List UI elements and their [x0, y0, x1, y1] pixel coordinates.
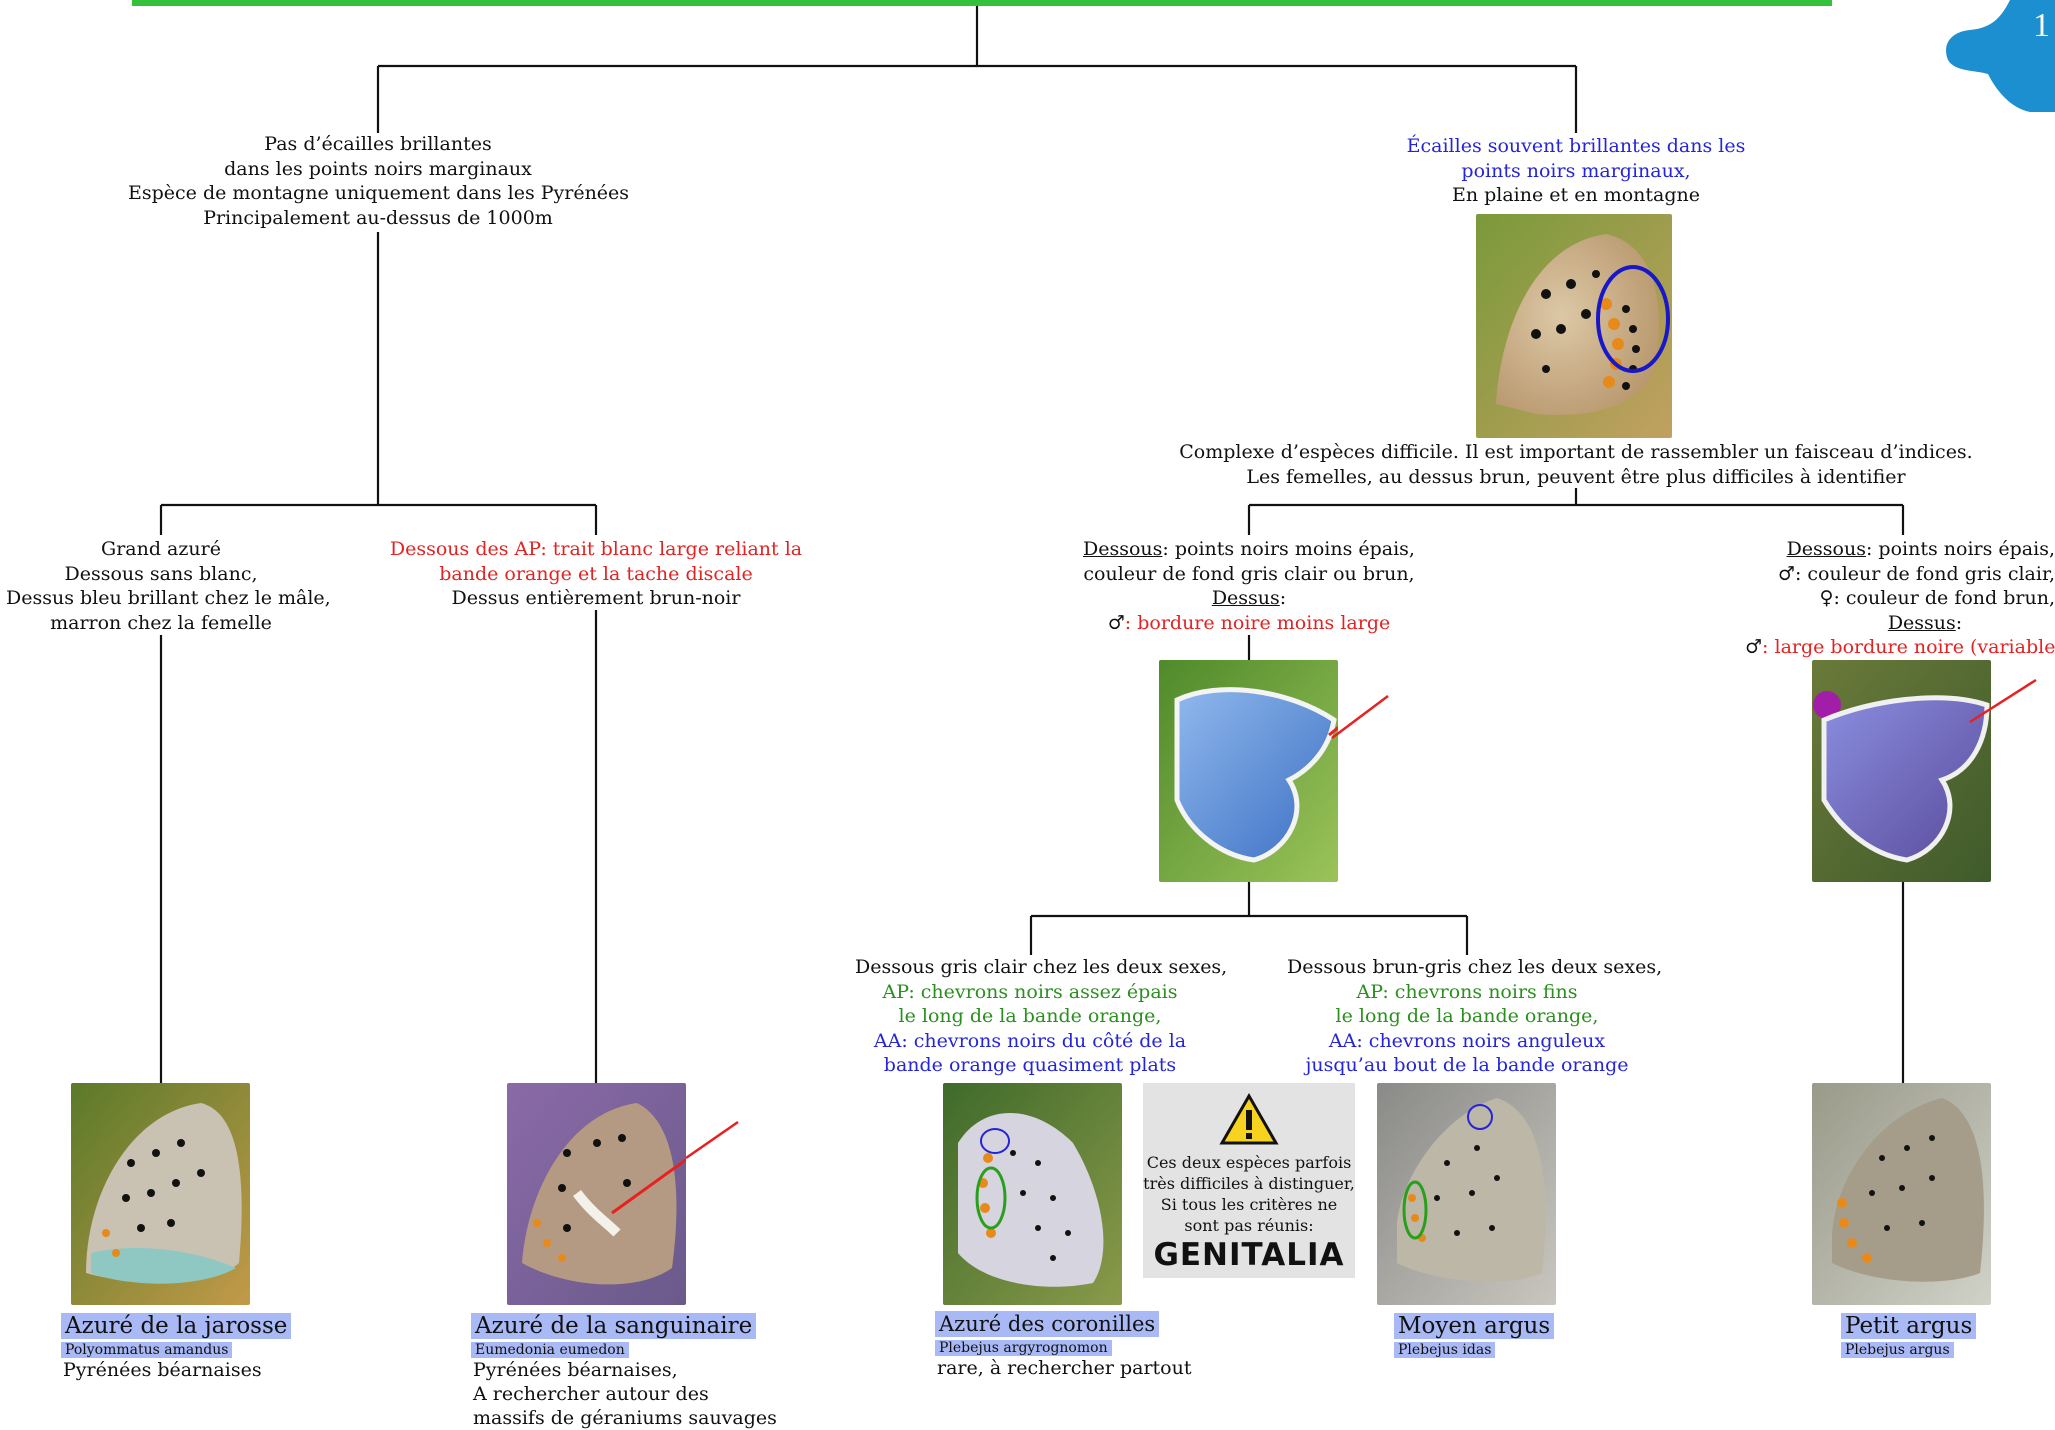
criteria-text: : bordure noire moins large [1124, 611, 1391, 634]
criteria-text: : large bordure noire (variable) [1762, 636, 2055, 658]
warning-line: Ces deux espèces parfois [1146, 1153, 1352, 1172]
butterfly-logo-icon: 1 [1946, 0, 2055, 112]
criteria-line: Grand azuré [101, 538, 221, 560]
note-line: Complexe d’espèces difficile. Il est imp… [1179, 441, 1973, 463]
criteria-line: bande orange et la tache discale [439, 562, 753, 585]
female-symbol-icon: ♀ [1819, 587, 1834, 609]
criteria-line: points noirs marginaux, [1461, 159, 1691, 182]
warning-line: Si tous les critères ne [1160, 1195, 1338, 1214]
note-line: Les femelles, au dessus brun, peuvent êt… [1246, 465, 1906, 488]
criteria-line: Dessous gris clair chez les deux sexes, [855, 956, 1228, 978]
criteria-line: Dessus bleu brillant chez le mâle, [6, 587, 331, 609]
left-branch-criteria: Pas d’écailles brillantes dans les point… [128, 132, 630, 230]
complex-note: Complexe d’espèces difficile. Il est imp… [1176, 440, 1976, 489]
species-scientific-name: Plebejus argyrognomon [935, 1340, 1112, 1356]
jarosse-photo [71, 1083, 250, 1305]
criteria-line: Dessous des AP: trait blanc large relian… [389, 538, 803, 560]
species-common-name: Azuré des coronilles [935, 1311, 1160, 1337]
species-common-name: Petit argus [1841, 1313, 1977, 1339]
page-number: 1 [2033, 7, 2050, 44]
criteria-line: AP: chevrons noirs assez épais [882, 980, 1178, 1003]
species-location: Pyrénées béarnaises [63, 1359, 262, 1381]
criteria-line: marron chez la femelle [50, 611, 272, 634]
species-location: A rechercher autour des [473, 1383, 709, 1405]
species-location: rare, à rechercher partout [937, 1357, 1192, 1379]
sanguinaire-criteria: Dessous des AP: trait blanc large relian… [386, 537, 806, 611]
warning-line: sont pas réunis: [1184, 1216, 1314, 1235]
warning-line: très difficiles à distinguer, [1143, 1174, 1355, 1193]
criteria-line: AP: chevrons noirs fins [1356, 980, 1578, 1003]
male-symbol-icon: ♂ [1107, 611, 1125, 634]
criteria-line: Dessous sans blanc, [64, 562, 258, 585]
species-scientific-name: Plebejus argus [1841, 1342, 1954, 1358]
criteria-line: le long de la bande orange, [898, 1005, 1162, 1027]
criteria-line: AA: chevrons noirs anguleux [1328, 1029, 1606, 1052]
species-label-coronilles: Azuré des coronilles Plebejus argyrognom… [935, 1311, 1191, 1380]
pointer-arrow [1331, 695, 1389, 739]
pointer-arrow [1969, 678, 2037, 724]
dessous-label: Dessous [1786, 538, 1866, 560]
pointer-arrow [685, 1120, 739, 1160]
species-scientific-name: Eumedonia eumedon [471, 1342, 629, 1358]
criteria-line: dans les points noirs marginaux [224, 157, 532, 180]
male-symbol-icon: ♂ [1745, 636, 1763, 658]
species-label-moyen-argus: Moyen argus Plebejus idas [1394, 1313, 1555, 1358]
species-common-name: Azuré de la jarosse [61, 1313, 292, 1339]
criteria-line: Écailles souvent brillantes dans les [1406, 135, 1746, 157]
species-location: massifs de géraniums sauvages [473, 1407, 777, 1429]
species-label-petit-argus: Petit argus Plebejus argus [1841, 1313, 1977, 1358]
criteria-text: : couleur de fond gris clair, [1794, 562, 2055, 585]
criteria-line: Dessous brun-gris chez les deux sexes, [1287, 956, 1663, 978]
criteria-line: couleur de fond gris clair ou brun, [1083, 562, 1415, 585]
criteria-line: Dessus entièrement brun-noir [451, 587, 741, 609]
criteria-text: : points noirs épais, [1865, 538, 2055, 560]
warning-triangle-icon [1219, 1092, 1279, 1145]
criteria-line: Espèce de montagne uniquement dans les P… [128, 182, 630, 204]
dessus-label: Dessus [1211, 587, 1280, 609]
thin-border-upperside-photo [1159, 660, 1338, 882]
species-scientific-name: Plebejus idas [1394, 1342, 1496, 1358]
criteria-line: Pas d’écailles brillantes [264, 133, 492, 155]
species-common-name: Azuré de la sanguinaire [471, 1313, 757, 1339]
criteria-text: : couleur de fond brun, [1833, 587, 2055, 609]
criteria-line: AA: chevrons noirs du côté de la [873, 1029, 1187, 1052]
dessus-label: Dessus [1887, 611, 1956, 634]
species-common-name: Moyen argus [1394, 1313, 1555, 1339]
male-symbol-icon: ♂ [1777, 562, 1795, 585]
sanguinaire-photo [507, 1083, 686, 1305]
coronilles-photo [943, 1083, 1122, 1305]
species-label-jarosse: Azuré de la jarosse Polyommatus amandus … [61, 1313, 292, 1382]
criteria-line: le long de la bande orange, [1335, 1005, 1599, 1027]
coronilles-criteria: Dessous gris clair chez les deux sexes, … [855, 955, 1228, 1078]
genitalia-keyword: GENITALIA [1153, 1237, 1345, 1273]
criteria-line: Principalement au-dessus de 1000m [203, 206, 553, 229]
dessous-label: Dessous [1083, 538, 1163, 560]
moyen-argus-photo [1377, 1083, 1556, 1305]
species-label-sanguinaire: Azuré de la sanguinaire Eumedonia eumedo… [471, 1313, 777, 1430]
criteria-line: jusqu’au bout de la bande orange [1305, 1054, 1629, 1076]
criteria-line: En plaine et en montagne [1451, 184, 1701, 206]
idas-criteria: Dessous brun-gris chez les deux sexes, A… [1287, 955, 1663, 1078]
header-bar [132, 0, 1832, 6]
grand-azure-criteria: Grand azuré Dessous sans blanc, Dessus b… [6, 537, 331, 635]
species-location: Pyrénées béarnaises, [473, 1359, 678, 1381]
criteria-text: : points noirs moins épais, [1162, 538, 1415, 560]
right-branch-criteria: Écailles souvent brillantes dans les poi… [1336, 134, 1816, 208]
thick-points-criteria: Dessous: points noirs épais, ♂: couleur … [1745, 537, 2055, 660]
shiny-scales-butterfly-photo [1476, 214, 1672, 438]
genitalia-warning-box: Ces deux espèces parfois très difficiles… [1143, 1083, 1355, 1278]
petit-argus-photo [1812, 1083, 1991, 1305]
thin-points-criteria: Dessous: points noirs moins épais, coule… [1069, 537, 1429, 635]
species-scientific-name: Polyommatus amandus [61, 1342, 233, 1358]
thick-border-upperside-photo [1812, 660, 1991, 882]
criteria-line: bande orange quasiment plats [883, 1054, 1177, 1076]
